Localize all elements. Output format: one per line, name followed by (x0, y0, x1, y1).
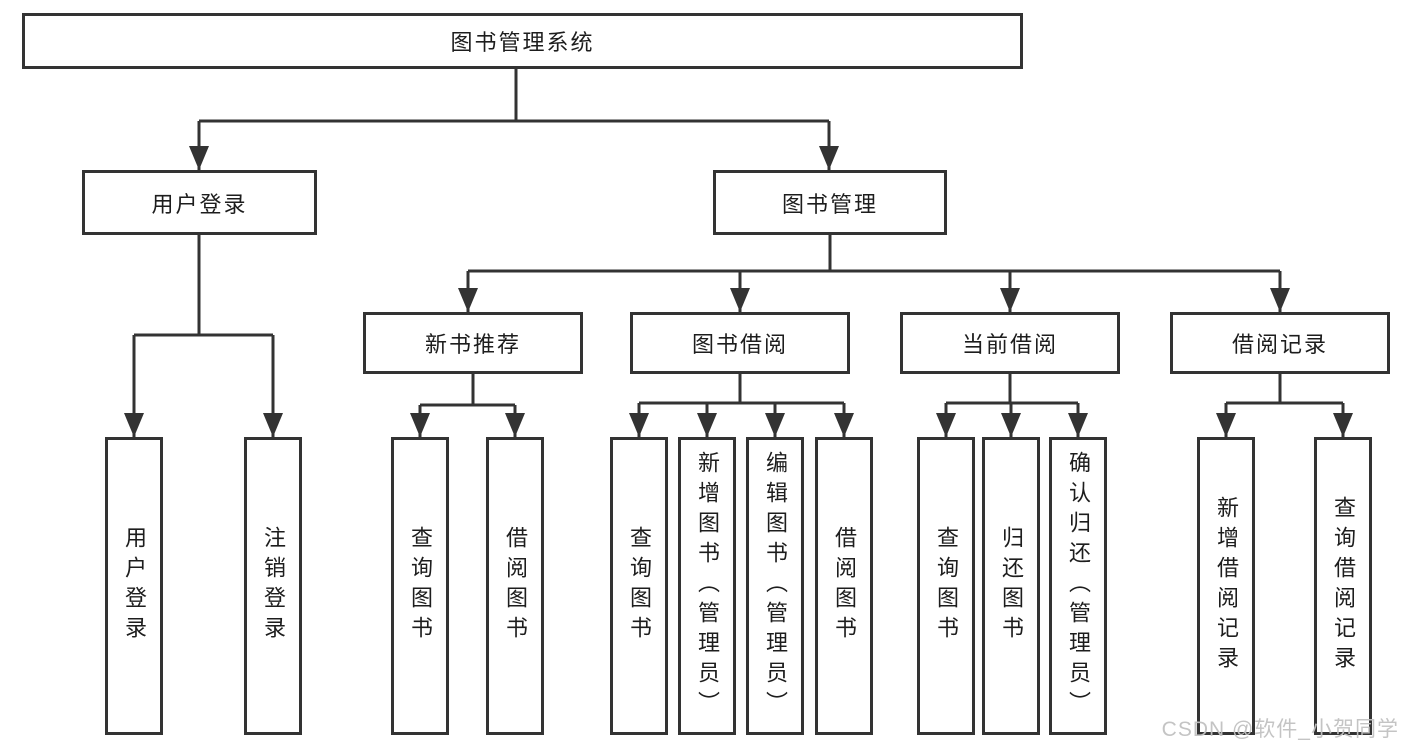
node-user-login-label: 用户登录 (151, 191, 248, 217)
leaf-borrow-books-label: 借阅图书 (832, 526, 857, 646)
node-borrow-records-label: 借阅记录 (1231, 332, 1328, 357)
leaf-query-borrow-record: 查询借阅记录 (1314, 437, 1372, 735)
node-current-borrow: 当前借阅 (900, 312, 1120, 374)
leaf-recommend-borrow-books-label: 借阅图书 (503, 526, 528, 646)
leaf-logout-login: 注销登录 (244, 437, 302, 735)
leaf-user-login-label: 用户登录 (122, 526, 147, 646)
leaf-current-query-books-label: 查询图书 (934, 526, 959, 646)
leaf-edit-books-admin: 编辑图书（管理员） (746, 437, 804, 735)
leaf-add-borrow-record-label: 新增借阅记录 (1214, 496, 1239, 676)
leaf-recommend-query-books-label: 查询图书 (408, 526, 433, 646)
node-book-management: 图书管理 (713, 170, 947, 235)
leaf-add-books-admin-label: 新增图书（管理员） (695, 451, 720, 721)
leaf-return-books: 归还图书 (982, 437, 1040, 735)
leaf-user-login: 用户登录 (105, 437, 163, 735)
node-new-book-recommend-label: 新书推荐 (424, 332, 521, 357)
leaf-return-books-label: 归还图书 (999, 526, 1024, 646)
node-new-book-recommend: 新书推荐 (363, 312, 583, 374)
node-current-borrow-label: 当前借阅 (961, 332, 1058, 357)
leaf-edit-books-admin-label: 编辑图书（管理员） (763, 451, 788, 721)
csdn-watermark: CSDN @软件_小贺同学 (1161, 718, 1399, 741)
leaf-confirm-return-admin: 确认归还（管理员） (1049, 437, 1107, 735)
leaf-borrow-query-books: 查询图书 (610, 437, 668, 735)
leaf-recommend-borrow-books: 借阅图书 (486, 437, 544, 735)
leaf-borrow-query-books-label: 查询图书 (627, 526, 652, 646)
leaf-borrow-books: 借阅图书 (815, 437, 873, 735)
node-book-borrow-label: 图书借阅 (691, 332, 788, 357)
node-library-management-system: 图书管理系统 (22, 13, 1023, 69)
node-book-borrow: 图书借阅 (630, 312, 850, 374)
leaf-confirm-return-admin-label: 确认归还（管理员） (1066, 451, 1091, 721)
node-library-management-system-label: 图书管理系统 (450, 30, 595, 55)
leaf-logout-login-label: 注销登录 (261, 526, 286, 646)
node-book-management-label: 图书管理 (781, 191, 878, 217)
leaf-add-borrow-record: 新增借阅记录 (1197, 437, 1255, 735)
node-borrow-records: 借阅记录 (1170, 312, 1390, 374)
leaf-recommend-query-books: 查询图书 (391, 437, 449, 735)
leaf-add-books-admin: 新增图书（管理员） (678, 437, 736, 735)
node-user-login: 用户登录 (82, 170, 317, 235)
leaf-query-borrow-record-label: 查询借阅记录 (1331, 496, 1356, 676)
leaf-current-query-books: 查询图书 (917, 437, 975, 735)
